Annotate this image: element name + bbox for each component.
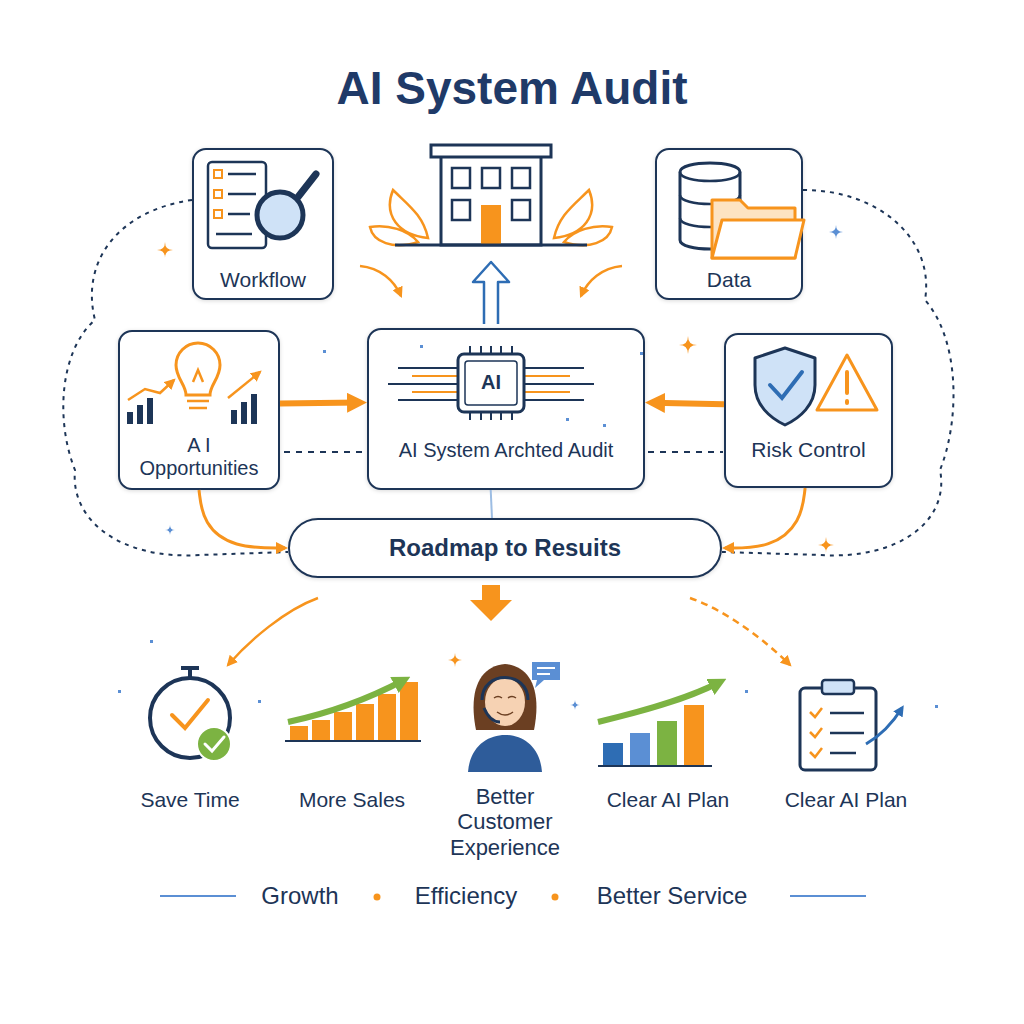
- circuit-lines: [388, 346, 594, 420]
- footer-dot: [374, 894, 381, 901]
- chart-baseline: [598, 765, 712, 767]
- person-features: [494, 697, 516, 716]
- clipboard-clip: [822, 680, 854, 694]
- magnifier-handle: [298, 174, 316, 197]
- outcome-label: More Sales: [272, 788, 432, 812]
- folder-icon: [712, 200, 795, 258]
- building-roof: [431, 145, 551, 157]
- plan-bar: [603, 743, 623, 765]
- outcome-arrow: [228, 598, 318, 665]
- feed-arrow: [581, 266, 622, 296]
- building-door: [481, 205, 501, 245]
- shield-check: [770, 372, 802, 398]
- growth-arrow: [598, 682, 720, 722]
- chip-inner: [465, 361, 517, 405]
- connector-arrow: [725, 488, 805, 548]
- up-arrow: [473, 262, 509, 324]
- building-windows: [452, 168, 530, 220]
- database-icon: [680, 163, 740, 249]
- document-icon: [208, 162, 266, 248]
- leaf-icon: [370, 190, 612, 245]
- checkbox-icon: [214, 170, 222, 218]
- outcome-arrow: [690, 598, 790, 665]
- result-pill: Roadmap to Resuits: [288, 518, 722, 578]
- node-text: Workflow: [200, 268, 326, 292]
- connector-arrow: [491, 490, 492, 518]
- footer-label: Better Service: [572, 882, 772, 910]
- stopwatch-check: [172, 700, 208, 728]
- speech-bubble: [532, 662, 560, 688]
- clipboard-lines: [830, 713, 864, 753]
- badge-check: [205, 737, 224, 751]
- feed-arrow: [360, 266, 401, 296]
- stopwatch-knob: [181, 668, 199, 677]
- plan-bar: [657, 721, 677, 765]
- outcome-label: Clear AI Plan: [766, 788, 926, 812]
- outcome-label: Save Time: [110, 788, 270, 812]
- document-lines: [216, 174, 256, 234]
- process-box: AI System Archted Audit: [367, 328, 645, 490]
- plan-bar: [684, 705, 704, 765]
- chart-baseline: [285, 740, 421, 742]
- folder-flap: [712, 220, 804, 258]
- sales-bars: [290, 682, 418, 740]
- warning-icon: [817, 355, 877, 410]
- magnifier-lens: [257, 192, 303, 238]
- outcome-label: Better Customer Experience: [435, 784, 575, 860]
- node-text: AI System Archted Audit: [375, 439, 637, 462]
- trend-arrow: [128, 380, 174, 400]
- process-box: Workflow: [192, 148, 334, 300]
- trend-arrow: [228, 372, 260, 398]
- dots: [118, 345, 938, 708]
- person-hair: [474, 664, 537, 730]
- lightbulb-detail: [187, 370, 209, 408]
- connector-arrow: [280, 400, 359, 407]
- footer-label: Efficiency: [386, 882, 546, 910]
- down-arrow: [470, 585, 512, 621]
- bubble-lines: [537, 668, 555, 674]
- circuit-lines: [412, 376, 570, 392]
- node-text: A I Opportunities: [126, 434, 272, 480]
- footer-label: Growth: [220, 882, 380, 910]
- person-face: [485, 678, 525, 726]
- node-text: Risk Control: [732, 438, 885, 462]
- plan-arrow: [866, 708, 902, 744]
- clipboard-icon: [800, 688, 876, 770]
- node-text: Data: [663, 268, 795, 292]
- process-box: A I Opportunities: [118, 330, 280, 490]
- shield-icon: [755, 348, 815, 425]
- stopwatch-icon: [150, 678, 230, 758]
- node-text: Roadmap to Resuits: [296, 534, 714, 562]
- connector-arrow: [653, 403, 724, 405]
- connector-arrow: [199, 490, 285, 548]
- footer-rule: [160, 895, 866, 897]
- clipboard-checks: [810, 708, 822, 757]
- process-box: Data: [655, 148, 803, 300]
- plan-bar: [630, 733, 650, 765]
- chip-label: AI: [461, 371, 521, 394]
- warning-mark: [845, 372, 849, 403]
- ground-line: [395, 244, 587, 247]
- process-box: Risk Control: [724, 333, 893, 488]
- building-body: [441, 155, 541, 245]
- chip-icon: [458, 354, 524, 412]
- growth-arrow: [288, 680, 404, 722]
- footer-dot: [552, 894, 559, 901]
- diagram-title: AI System Audit: [0, 62, 1024, 115]
- person-body: [468, 735, 542, 772]
- outcome-label: Clear AI Plan: [588, 788, 748, 812]
- check-badge: [197, 727, 231, 761]
- database-bands: [680, 172, 740, 227]
- bar-icon: [130, 394, 254, 424]
- headset: [482, 678, 528, 723]
- lightbulb-icon: [176, 343, 220, 395]
